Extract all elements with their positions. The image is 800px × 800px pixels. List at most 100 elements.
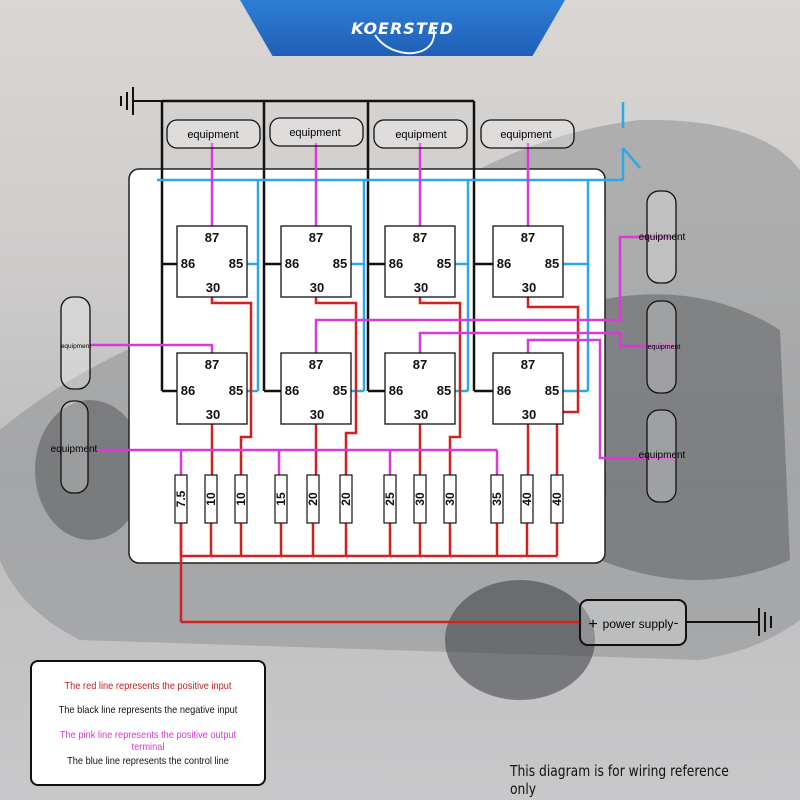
relay-pin-86-label: 86 xyxy=(181,383,195,398)
fuse-rating-label: 40 xyxy=(550,492,564,506)
equipment-right-2: equipment xyxy=(646,300,681,394)
relay-pin-85-label: 85 xyxy=(333,383,347,398)
fuse-rating-label: 10 xyxy=(204,492,218,506)
equipment-label: equipment xyxy=(61,343,92,350)
relay-pin-86-label: 86 xyxy=(497,256,511,271)
equipment-top-3: equipment xyxy=(373,119,468,149)
power-supply-label: power supply xyxy=(603,617,674,631)
relay-pin-85-label: 85 xyxy=(545,383,559,398)
relay-pin-85-label: 85 xyxy=(437,256,451,271)
fuse-rating-label: 25 xyxy=(383,492,397,506)
fuse-1: 7.5 xyxy=(174,474,188,524)
equipment-label: equipment xyxy=(51,444,98,455)
fuse-3: 10 xyxy=(234,474,248,524)
fuse-7: 25 xyxy=(383,474,397,524)
relay-pin-87-label: 87 xyxy=(205,357,219,372)
equipment-right-1: equipment xyxy=(639,190,686,284)
brand-logo: KOERSTED xyxy=(351,18,454,38)
relay-pin-86-label: 86 xyxy=(389,256,403,271)
negative-wiring xyxy=(160,99,493,393)
brand-banner: KOERSTED xyxy=(240,0,565,56)
fuse-12: 40 xyxy=(550,474,564,524)
equipment-label: equipment xyxy=(289,127,340,139)
fuse-6: 20 xyxy=(339,474,353,524)
legend-blue: The blue line represents the control lin… xyxy=(67,755,229,767)
relay-pin-30-label: 30 xyxy=(414,407,428,422)
negative-terminal-label: - xyxy=(674,614,679,630)
legend-pink: The pink line represents the positive ou… xyxy=(59,729,237,753)
relay-pin-87-label: 87 xyxy=(413,230,427,245)
equipment-left-1: equipment xyxy=(60,296,92,390)
relay-2: 87 86 85 30 xyxy=(280,225,352,298)
relay-8: 87 86 85 30 xyxy=(492,352,564,425)
relay-pin-30-label: 30 xyxy=(522,280,536,295)
relay-pin-86-label: 86 xyxy=(285,383,299,398)
equipment-top-2: equipment xyxy=(269,117,364,147)
fuse-8: 30 xyxy=(413,474,427,524)
positive-terminal-label: + xyxy=(588,616,597,633)
ground-symbol-top xyxy=(120,87,162,115)
footnote: This diagram is for wiring reference onl… xyxy=(510,762,729,798)
relay-pin-85-label: 85 xyxy=(229,256,243,271)
relay-pin-87-label: 87 xyxy=(413,357,427,372)
legend-red: The red line represents the positive inp… xyxy=(64,680,232,692)
equipment-label: equipment xyxy=(500,129,551,141)
fuse-rating-label: 10 xyxy=(234,492,248,506)
legend: The red line represents the positive inp… xyxy=(30,660,266,786)
fuse-rating-label: 15 xyxy=(274,492,288,506)
relay-pin-30-label: 30 xyxy=(206,407,220,422)
relay-6: 87 86 85 30 xyxy=(280,352,352,425)
fuse-rating-label: 7.5 xyxy=(174,490,188,507)
relay-pin-86-label: 86 xyxy=(181,256,195,271)
relay-4: 87 86 85 30 xyxy=(492,225,564,298)
equipment-label: equipment xyxy=(639,450,686,461)
fuse-rating-label: 20 xyxy=(306,492,320,506)
relay-pin-85-label: 85 xyxy=(333,256,347,271)
equipment-left-2: equipment xyxy=(51,400,98,494)
equipment-right-3: equipment xyxy=(639,409,686,503)
relay-pin-87-label: 87 xyxy=(521,230,535,245)
relay-3: 87 86 85 30 xyxy=(384,225,456,298)
relay-pin-85-label: 85 xyxy=(229,383,243,398)
relay-pin-86-label: 86 xyxy=(285,256,299,271)
equipment-label: equipment xyxy=(639,232,686,243)
relay-pin-87-label: 87 xyxy=(521,357,535,372)
relay-7: 87 86 85 30 xyxy=(384,352,456,425)
relay-pin-86-label: 86 xyxy=(389,383,403,398)
fuse-rating-label: 30 xyxy=(413,492,427,506)
relay-pin-30-label: 30 xyxy=(414,280,428,295)
equipment-top-4: equipment xyxy=(480,119,575,149)
relay-pin-85-label: 85 xyxy=(545,256,559,271)
fuse-rating-label: 20 xyxy=(339,492,353,506)
fuse-11: 40 xyxy=(520,474,534,524)
relay-1: 87 86 85 30 xyxy=(176,225,248,298)
fuse-2: 10 xyxy=(204,474,218,524)
legend-black: The black line represents the negative i… xyxy=(58,704,238,716)
relay-pin-87-label: 87 xyxy=(309,230,323,245)
fuse-rating-label: 30 xyxy=(443,492,457,506)
fuse-10: 35 xyxy=(490,474,504,524)
relay-pin-85-label: 85 xyxy=(437,383,451,398)
relay-5: 87 86 85 30 xyxy=(176,352,248,425)
relay-pin-30-label: 30 xyxy=(206,280,220,295)
fuse-rating-label: 35 xyxy=(490,492,504,506)
equipment-label: equipment xyxy=(187,129,238,141)
fuse-4: 15 xyxy=(274,474,288,524)
relay-pin-87-label: 87 xyxy=(205,230,219,245)
equipment-label: equipment xyxy=(648,344,681,351)
relay-pin-86-label: 86 xyxy=(497,383,511,398)
fuse-5: 20 xyxy=(306,474,320,524)
output-wiring xyxy=(90,143,676,475)
relay-pin-30-label: 30 xyxy=(310,280,324,295)
relay-pin-87-label: 87 xyxy=(309,357,323,372)
relay-pin-30-label: 30 xyxy=(522,407,536,422)
power-supply: + power supply - xyxy=(579,599,687,646)
control-wiring xyxy=(157,102,641,393)
ground-symbol-bottom xyxy=(686,608,772,636)
fuse-9: 30 xyxy=(443,474,457,524)
fuse-rating-label: 40 xyxy=(520,492,534,506)
relay-pin-30-label: 30 xyxy=(310,407,324,422)
equipment-label: equipment xyxy=(395,129,446,141)
equipment-top-1: equipment xyxy=(166,119,261,149)
